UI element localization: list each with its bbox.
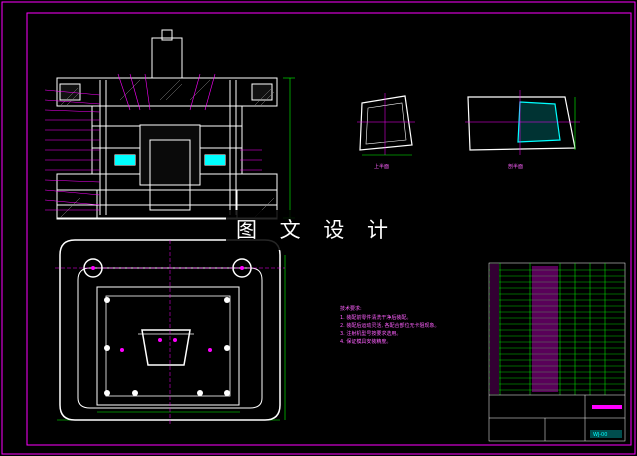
parts-list-table: [488, 262, 626, 442]
part-view-side-center: [465, 90, 580, 155]
section-accents: [115, 155, 225, 165]
top-view-caption: 上半面: [374, 164, 390, 170]
plan-view-holes: [104, 297, 230, 396]
part-view-dims: [362, 97, 576, 156]
notes-item: 3. 注射机型号按要求选用。: [340, 331, 402, 337]
part-view-top: [359, 95, 413, 151]
side-view-caption: 剖半面: [508, 164, 524, 170]
parts-list-rows: [489, 269, 625, 391]
assembly-section-view: [56, 29, 278, 220]
inner-frame: [26, 12, 632, 446]
plan-view-centerlines: [55, 240, 285, 425]
notes-item: 2. 装配后运动灵活, 各配合部位无卡阻现象。: [340, 323, 440, 329]
notes-title: 技术要求:: [340, 306, 362, 312]
section-hatching: [59, 79, 275, 219]
notes-item: 1. 装配前零件清洗干净后装配。: [340, 315, 412, 321]
parts-list-fills: [490, 264, 622, 438]
leader-lines: [44, 73, 262, 211]
part-view-top-center: [357, 93, 415, 155]
drawing-number: WJ-00: [593, 432, 608, 438]
watermark-text: 图 文 设 计: [226, 210, 406, 250]
plan-view-accents: [91, 266, 244, 352]
part-view-side: [467, 96, 576, 151]
notes-item: 4. 保证模具安装精度。: [340, 339, 392, 345]
